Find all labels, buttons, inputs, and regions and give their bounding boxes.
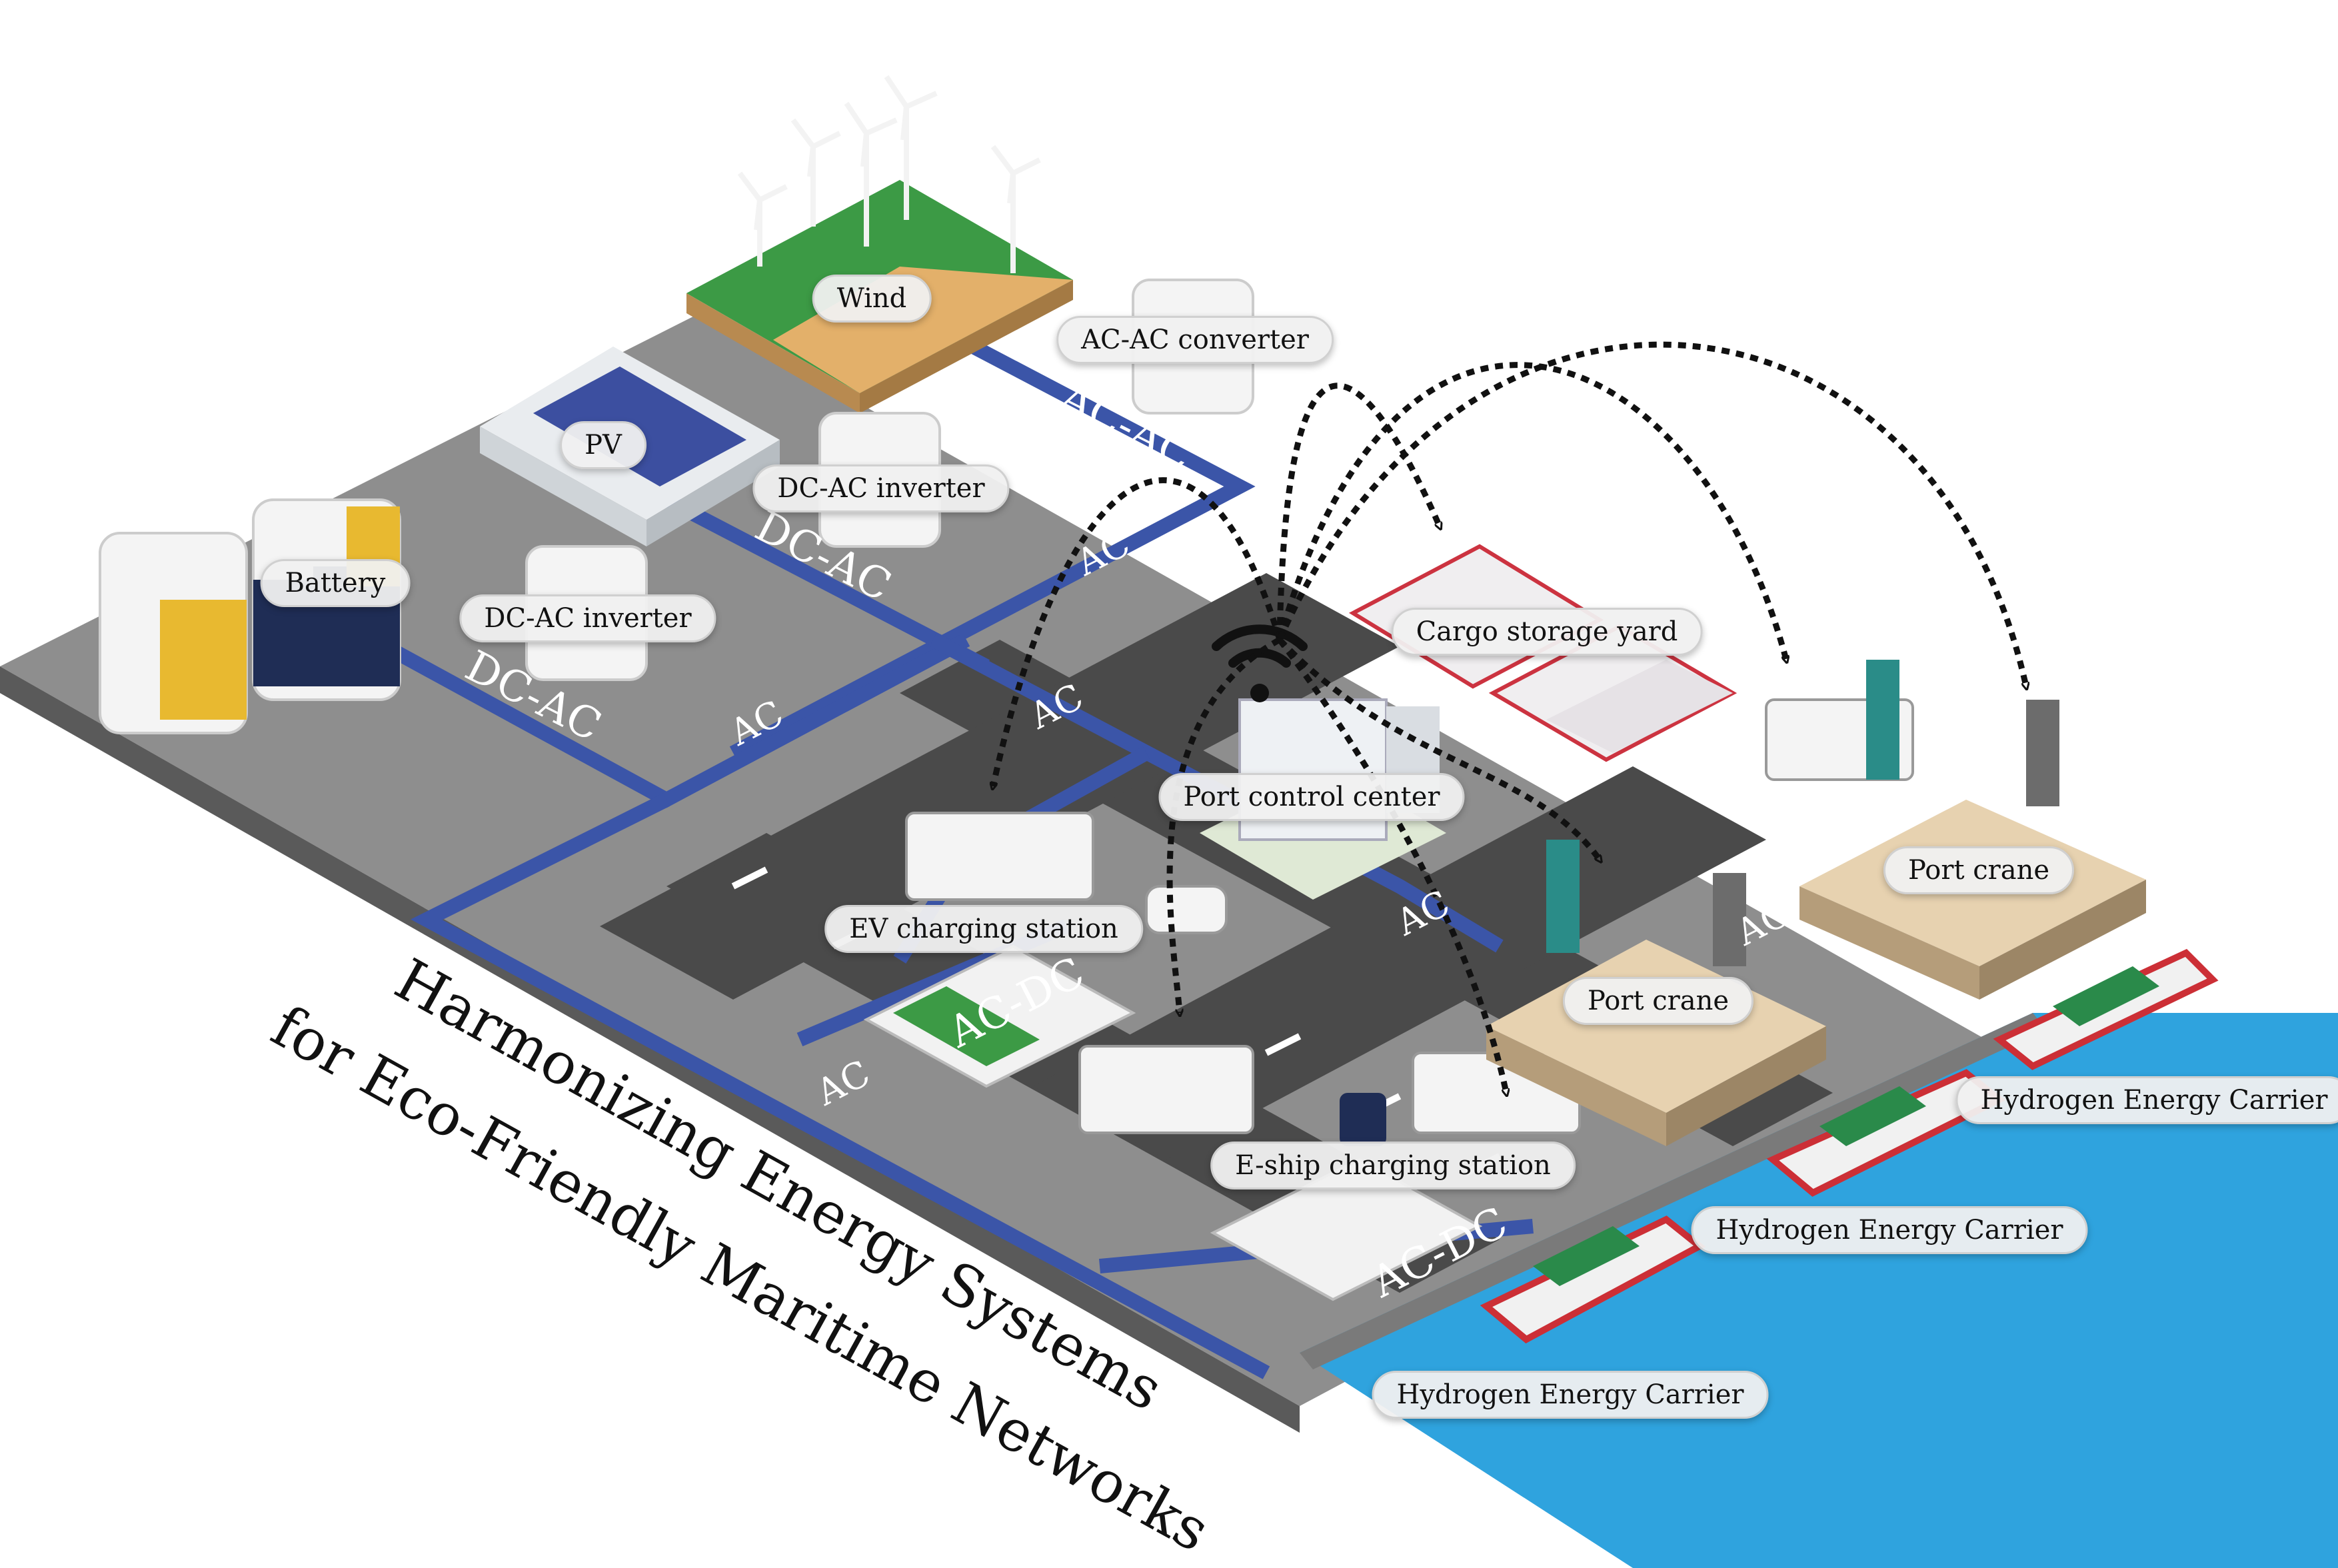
label-wind: Wind [812,275,932,323]
label-hydrogen-carrier-3: Hydrogen Energy Carrier [1955,1076,2338,1124]
label-port-crane-2: Port crane [1883,846,2075,894]
sea [1300,1013,2338,1568]
label-battery: Battery [260,559,411,607]
communication-arrows [993,341,2026,1093]
wind-turbine-icon [737,75,1041,273]
label-ac-ac-converter: AC-AC converter [1056,316,1334,364]
label-ev-charging-station: EV charging station [824,905,1143,953]
label-dc-ac-inverter-1: DC-AC inverter [752,464,1010,512]
label-hydrogen-carrier-1: Hydrogen Energy Carrier [1372,1371,1769,1419]
car-icon [1145,885,1228,934]
label-port-crane-1: Port crane [1562,977,1754,1025]
label-pv: PV [560,421,646,469]
label-hydrogen-carrier-2: Hydrogen Energy Carrier [1691,1206,2088,1254]
label-dc-ac-inverter-2: DC-AC inverter [459,594,716,642]
ground-platform-edge [0,666,1300,1433]
label-cargo-storage-yard: Cargo storage yard [1391,608,1703,656]
label-port-control-center: Port control center [1158,773,1465,821]
label-eship-charging-station: E-ship charging station [1210,1142,1576,1189]
wifi-icon [1212,624,1308,702]
ev-charging-station [863,944,1136,1088]
quay-wall [1300,1013,2046,1369]
